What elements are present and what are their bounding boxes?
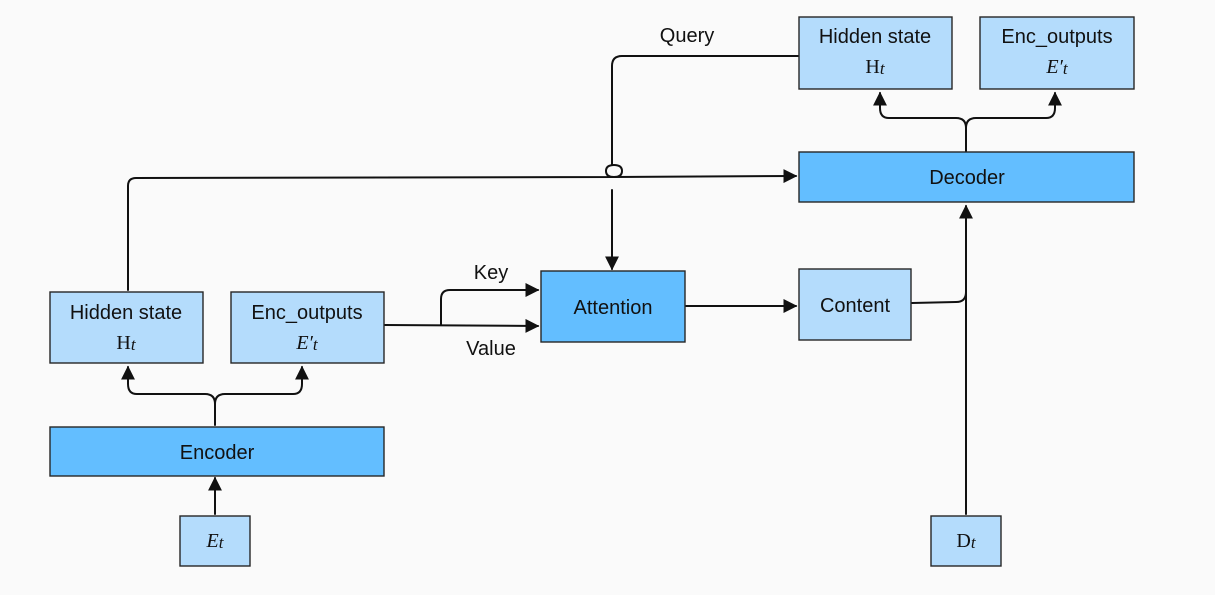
query-connector — [612, 55, 799, 269]
decoder-enc-outputs-symbol: E′t — [1045, 56, 1069, 78]
encoder-hidden-to-decoder-connector — [127, 164, 798, 291]
encoder-hidden-state-box: Hidden state Ht — [49, 291, 204, 364]
key-connector — [440, 283, 540, 326]
value-label: Value — [466, 338, 516, 360]
decoder-label: Decoder — [929, 167, 1005, 189]
decoder-hidden-state-box: Hidden state Ht — [798, 16, 953, 90]
encoder-input-box: Et — [179, 515, 251, 567]
key-label: Key — [474, 262, 508, 284]
attention-label: Attention — [574, 297, 653, 319]
encoder-hidden-state-title: Hidden state — [70, 302, 182, 324]
decoder-enc-outputs-title: Enc_outputs — [1001, 26, 1112, 48]
encoder-hidden-state-symbol: Ht — [116, 332, 136, 354]
encoder-split-to-outputs-connector — [214, 365, 309, 405]
decoder-split-to-hidden-connector — [873, 91, 967, 153]
decoder-hidden-state-title: Hidden state — [819, 26, 931, 48]
content-label: Content — [820, 295, 890, 317]
decoder-input-symbol: Dt — [956, 530, 976, 552]
encoder-enc-outputs-symbol: E′t — [295, 332, 319, 354]
attention-box: Attention — [540, 270, 686, 343]
encoder-label: Encoder — [180, 442, 255, 464]
encoder-split-to-hidden-connector — [121, 365, 216, 426]
encoder-box: Encoder — [49, 426, 385, 477]
value-connector — [384, 318, 540, 333]
encoder-enc-outputs-title: Enc_outputs — [251, 302, 362, 324]
decoder-split-to-outputs-connector — [965, 91, 1062, 129]
decoder-box: Decoder — [798, 151, 1135, 203]
decoder-hidden-state-symbol: Ht — [865, 56, 885, 78]
decoder-input-box: Dt — [930, 515, 1002, 567]
encoder-enc-outputs-box: Enc_outputs E′t — [230, 291, 385, 364]
connectors — [121, 55, 1062, 515]
encoder-input-symbol: Et — [206, 530, 225, 552]
query-label: Query — [660, 25, 714, 47]
content-to-decoder-connector — [911, 291, 967, 304]
content-box: Content — [798, 268, 912, 341]
decoder-enc-outputs-box: Enc_outputs E′t — [979, 16, 1135, 90]
